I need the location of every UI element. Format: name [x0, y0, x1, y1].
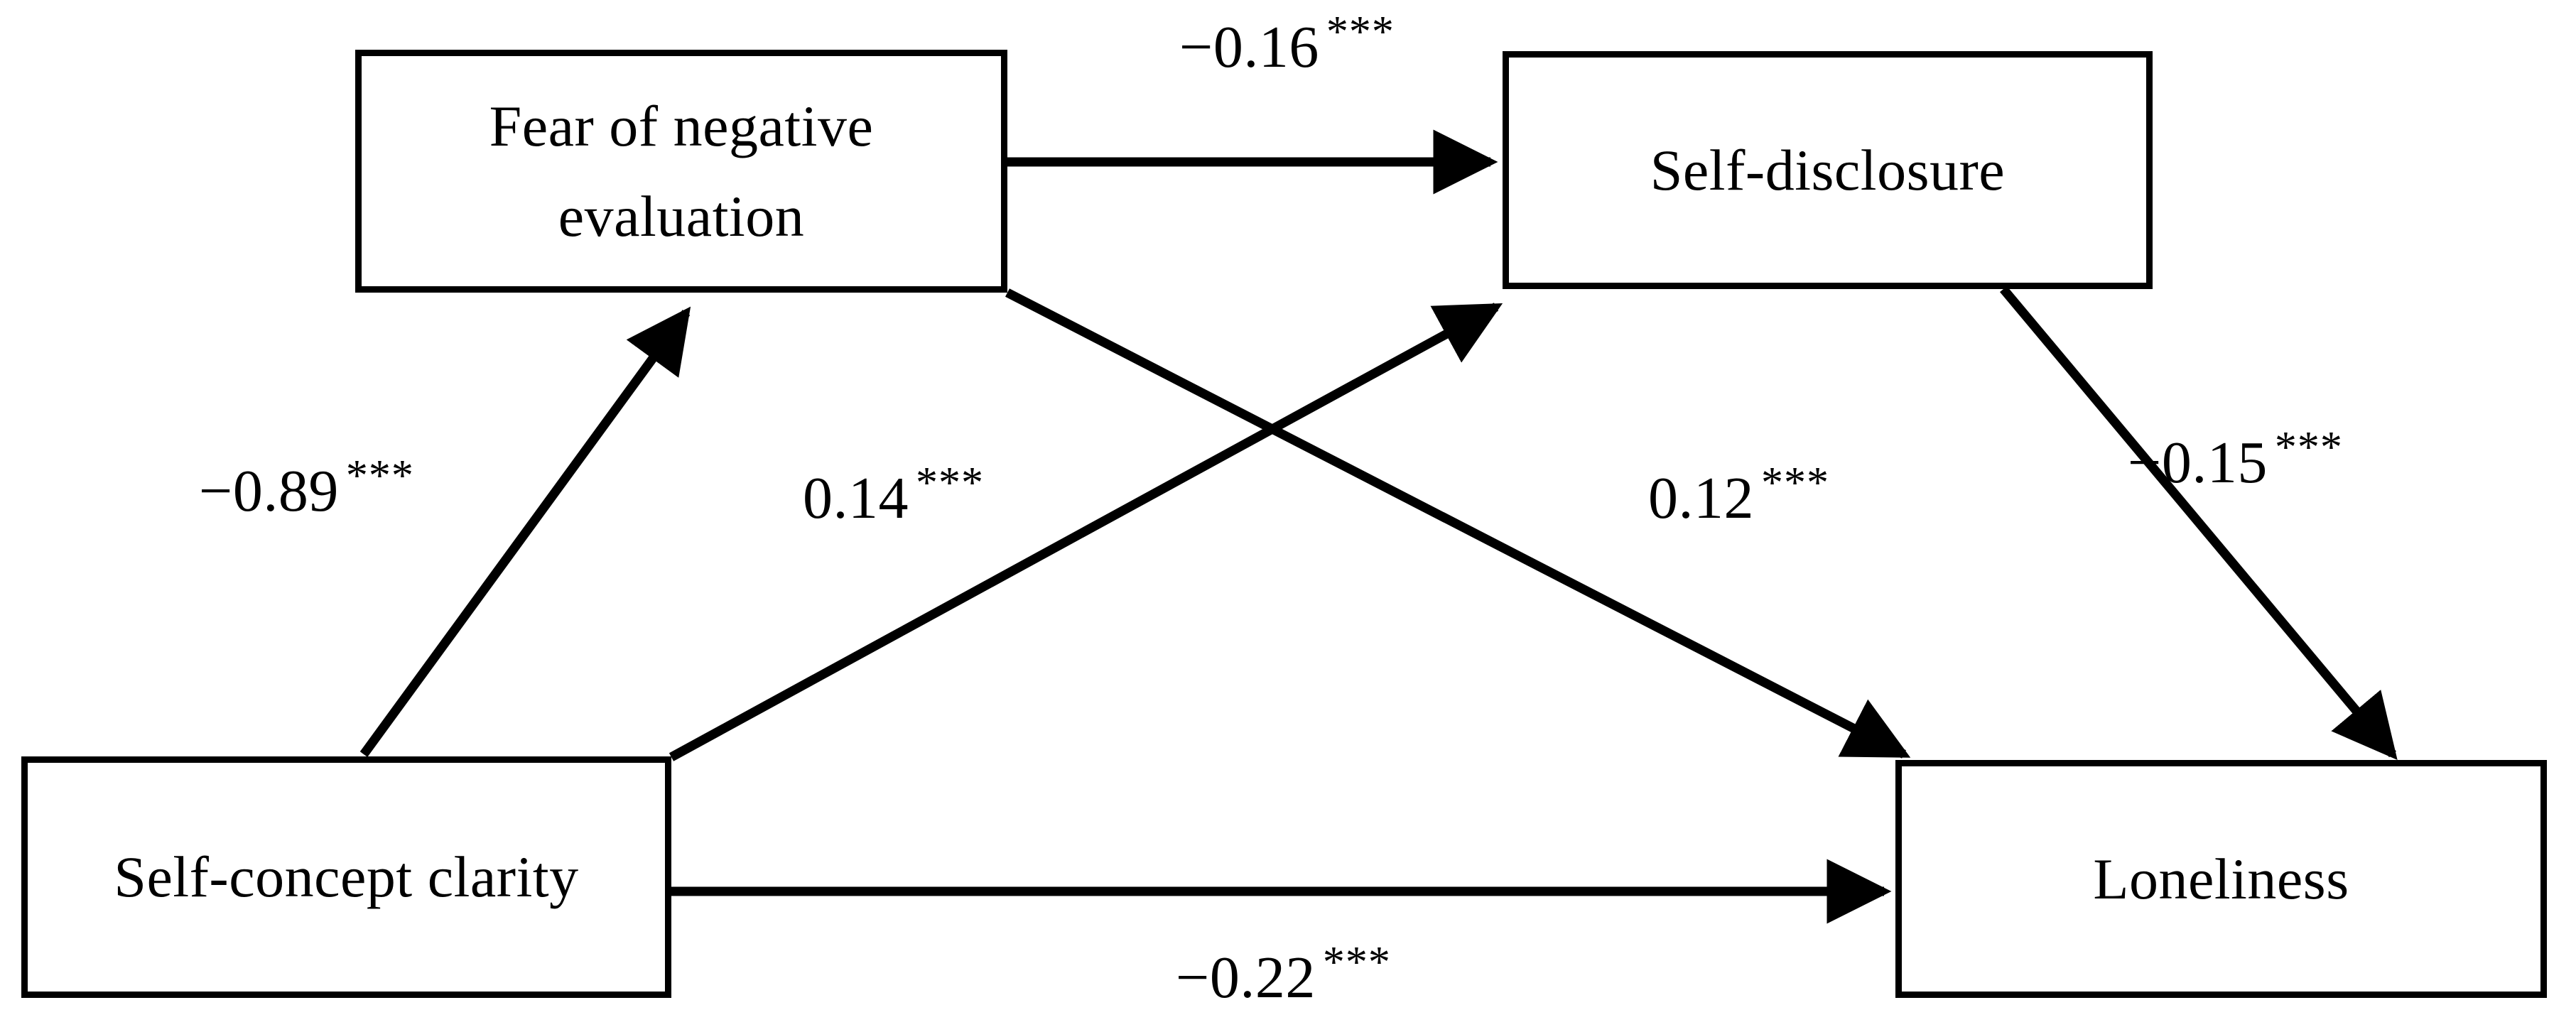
significance-stars-sd-to-loneliness: ***: [2274, 423, 2343, 472]
coefficient-value-fne-to-sd: −0.16: [1179, 14, 1319, 80]
coefficient-value-sd-to-loneliness: −0.15: [2128, 430, 2268, 496]
significance-stars-scc-to-loneliness: ***: [1322, 938, 1391, 987]
node-fear-of-negative-evaluation[interactable]: Fear of negative evaluation: [355, 50, 1007, 293]
path-arrow-fne-to-loneliness: [1005, 288, 1911, 759]
coefficient-label-fne-to-loneliness: 0.12***: [1648, 458, 1829, 533]
coefficient-label-fne-to-sd: −0.16***: [1179, 7, 1395, 82]
node-loneliness[interactable]: Loneliness: [1895, 760, 2547, 998]
coefficient-value-scc-to-fne: −0.89: [199, 458, 339, 524]
coefficient-label-scc-to-fne: −0.89***: [199, 451, 414, 526]
coefficient-value-fne-to-loneliness: 0.12: [1648, 465, 1754, 531]
path-arrow-scc-to-sd: [669, 303, 1503, 761]
significance-stars-fne-to-sd: ***: [1326, 8, 1395, 56]
node-label-loneliness: Loneliness: [2093, 846, 2349, 911]
coefficient-value-scc-to-loneliness: −0.22: [1176, 945, 1316, 1011]
node-label-fear-of-negative-evaluation: Fear of negative evaluation: [489, 93, 874, 249]
coefficient-label-scc-to-loneliness: −0.22***: [1176, 938, 1391, 1012]
node-self-concept-clarity[interactable]: Self-concept clarity: [21, 756, 671, 998]
path-arrow-sd-to-loneliness: [2000, 286, 2398, 760]
coefficient-label-sd-to-loneliness: −0.15***: [2128, 423, 2343, 497]
node-self-disclosure[interactable]: Self-disclosure: [1503, 51, 2153, 289]
node-label-self-concept-clarity: Self-concept clarity: [114, 844, 579, 910]
coefficient-label-scc-to-sd: 0.14***: [803, 458, 984, 533]
node-label-self-disclosure: Self-disclosure: [1650, 137, 2006, 202]
significance-stars-fne-to-loneliness: ***: [1761, 459, 1829, 507]
coefficient-value-scc-to-sd: 0.14: [803, 465, 909, 531]
path-arrow-scc-to-fne: [359, 306, 691, 757]
significance-stars-scc-to-fne: ***: [345, 452, 414, 500]
significance-stars-scc-to-sd: ***: [916, 459, 984, 507]
